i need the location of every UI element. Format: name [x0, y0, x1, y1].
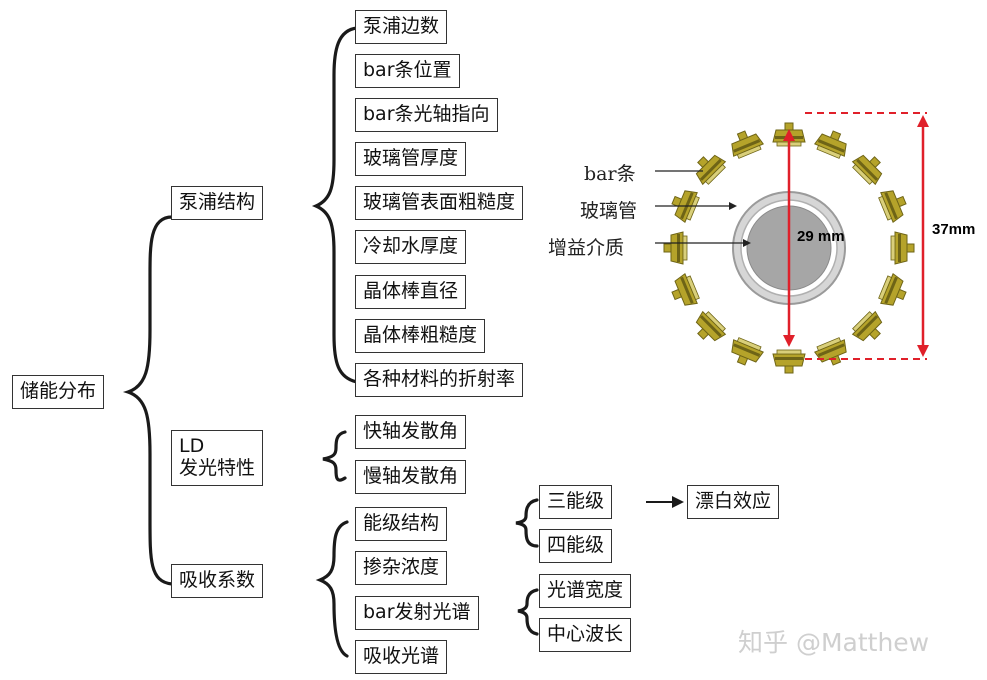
branch-ld-emission: LD 发光特性	[171, 430, 264, 486]
ld-brace	[322, 430, 347, 482]
watermark: 知乎 @Matthew	[738, 628, 930, 657]
pump-bar	[813, 130, 847, 159]
branch-ld-line2: 发光特性	[179, 457, 256, 479]
pump-item: 玻璃管厚度	[355, 142, 467, 176]
bleach-arrow-head	[672, 496, 684, 508]
pump-bar	[731, 130, 765, 159]
absorb-brace	[315, 520, 349, 658]
pump-bar	[851, 310, 883, 342]
label-glass-tube: 玻璃管	[580, 200, 638, 222]
pump-item: bar条光轴指向	[355, 98, 498, 132]
pump-bar	[663, 231, 688, 265]
pump-bar	[772, 349, 806, 374]
spectrum-item: 中心波长	[539, 618, 632, 652]
pump-module-figure	[655, 112, 929, 374]
pump-item: bar条位置	[355, 54, 460, 88]
pump-bar	[731, 337, 765, 366]
pump-brace	[311, 26, 359, 384]
root-node: 储能分布	[12, 375, 105, 409]
bleach-node: 漂白效应	[687, 485, 780, 519]
pump-bar	[695, 154, 727, 186]
branch-ld-line1: LD	[179, 435, 205, 457]
outer-diameter-label: 37mm	[932, 221, 976, 238]
inner-dimension-arrow-bottom	[783, 335, 795, 347]
spectrum-brace	[517, 588, 539, 636]
branch-absorption: 吸收系数	[171, 564, 264, 598]
label-bar: bar条	[584, 163, 636, 185]
ld-item: 慢轴发散角	[355, 460, 467, 494]
spectrum-item: 光谱宽度	[539, 574, 632, 608]
pump-bar	[671, 272, 700, 306]
pump-bar	[851, 154, 883, 186]
pump-bar	[878, 272, 907, 306]
absorb-item: 能级结构	[355, 507, 448, 541]
pump-bar	[813, 337, 847, 366]
absorb-item: bar发射光谱	[355, 596, 479, 630]
inner-dimension-arrow-top	[783, 129, 795, 141]
absorb-item: 吸收光谱	[355, 640, 448, 674]
level-item: 三能级	[539, 485, 613, 519]
pump-item: 玻璃管表面粗糙度	[355, 186, 524, 220]
inner-diameter-label: 29 mm	[797, 228, 845, 245]
outer-dimension-arrow-bottom	[917, 345, 929, 357]
root-brace	[122, 215, 174, 586]
pump-bar	[890, 231, 915, 265]
level-item: 四能级	[539, 529, 613, 563]
outer-dimension-arrow-top	[917, 115, 929, 127]
pump-item: 泵浦边数	[355, 10, 448, 44]
pump-item: 各种材料的折射率	[355, 363, 524, 397]
label-gain-medium: 增益介质	[548, 237, 625, 259]
pump-item: 晶体棒粗糙度	[355, 319, 486, 353]
pump-bar	[695, 310, 727, 342]
leader-glass-head	[729, 202, 737, 210]
absorb-item: 掺杂浓度	[355, 551, 448, 585]
ld-item: 快轴发散角	[355, 415, 467, 449]
level-brace	[515, 498, 539, 548]
leader-medium-head	[743, 239, 751, 247]
branch-pump-structure: 泵浦结构	[171, 186, 264, 220]
pump-bar	[671, 190, 700, 224]
pump-item: 晶体棒直径	[355, 275, 467, 309]
pump-bar	[878, 190, 907, 224]
pump-item: 冷却水厚度	[355, 230, 467, 264]
